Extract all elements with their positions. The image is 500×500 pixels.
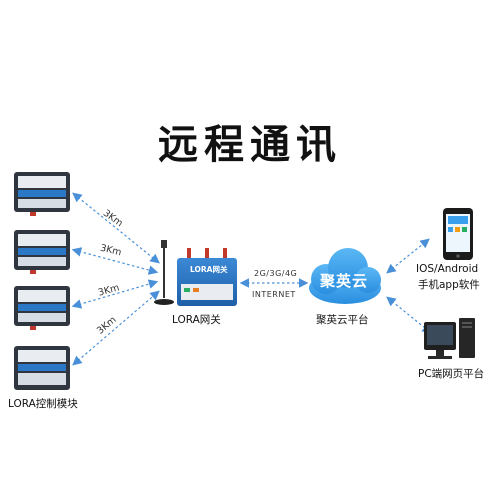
network-types-label: 2G/3G/4G [254, 269, 298, 278]
phone-label-line2: 手机app软件 [418, 279, 480, 291]
lora-module-1 [14, 172, 70, 216]
modules-label: LORA控制模块 [8, 398, 78, 410]
diagram-title: 远程通讯 [158, 122, 342, 168]
cloud-name: 聚英云 [320, 272, 369, 290]
lora-module-3 [14, 286, 70, 330]
gateway-label: LORA网关 [172, 314, 221, 326]
client-links [386, 238, 432, 334]
internet-label: INTERNET [252, 290, 296, 299]
pc-device [424, 318, 475, 359]
pc-label: PC端网页平台 [418, 368, 485, 380]
lora-module-2 [14, 230, 70, 274]
phone-label-line1: IOS/Android [416, 263, 479, 275]
cloud-platform-label: 聚英云平台 [316, 314, 369, 326]
lora-module-4 [14, 346, 70, 390]
gateway-device [154, 240, 237, 306]
gateway-brand-text: LORA网关 [190, 265, 228, 274]
cloud-shape [309, 248, 381, 304]
phone-device [443, 208, 473, 260]
module-links [71, 192, 160, 366]
